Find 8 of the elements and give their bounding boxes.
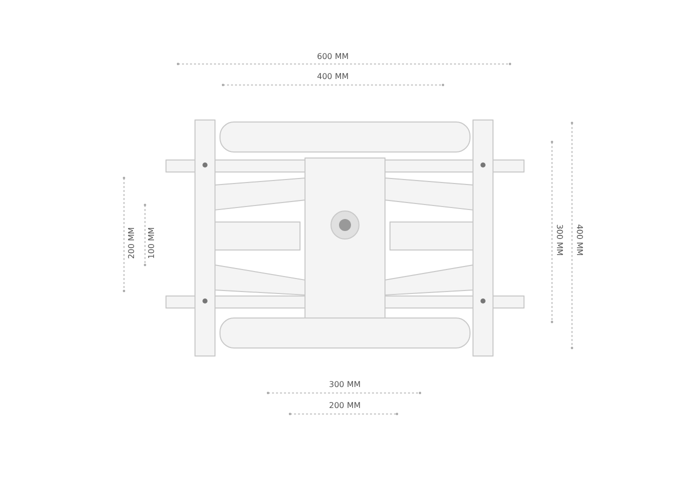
dimension-label: 400 MM (317, 72, 349, 82)
dimension-label: 300 MM (554, 224, 564, 256)
dimension-label: 200 MM (329, 401, 361, 411)
dimension-label: 200 MM (126, 227, 137, 259)
dimension-label: 400 MM (574, 224, 584, 256)
dimension-label: 600 MM (317, 52, 349, 62)
dimension-label: 300 MM (329, 380, 361, 390)
dimension-label: 100 MM (146, 227, 157, 259)
